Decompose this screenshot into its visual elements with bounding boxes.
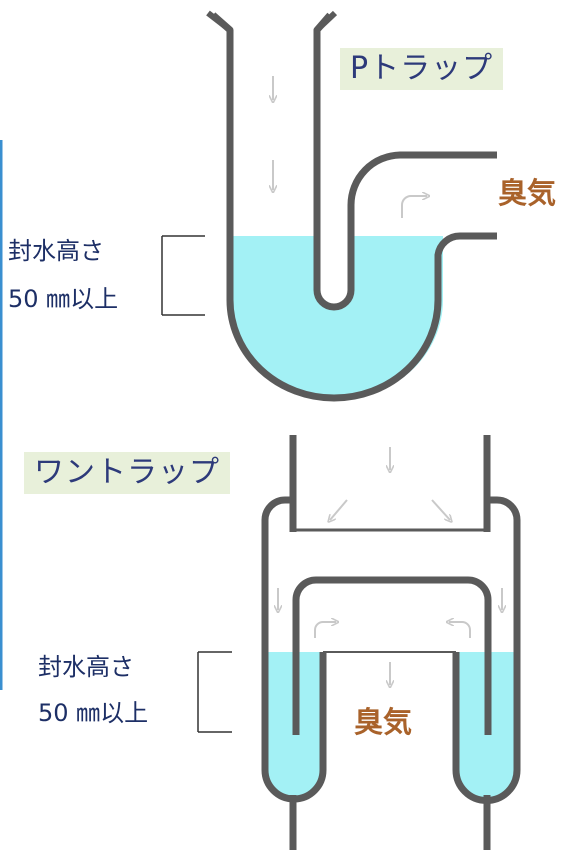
p-trap-odor-label: 臭気 [498, 176, 557, 210]
one-trap-odor-label: 臭気 [354, 705, 413, 739]
p-trap-diagram [161, 10, 497, 402]
p-trap-water [230, 236, 443, 400]
p-trap-funnel-left [206, 10, 232, 33]
one-trap-seal-bracket [197, 651, 232, 733]
p-trap-odor-arrow [401, 196, 427, 218]
one-trap-odor-arrow-right [449, 622, 471, 638]
p-trap-seal-bracket [161, 235, 205, 316]
one-trap-bell-cap [292, 576, 492, 735]
one-trap-diagram [197, 435, 521, 850]
one-trap-flow-arrow-diag-right [431, 499, 450, 520]
p-trap-outer-wall [210, 12, 497, 402]
one-trap-title: ワントラップ [24, 452, 230, 494]
one-trap-flow-arrow-diag-left [330, 499, 348, 520]
p-trap-inner-wall [313, 12, 497, 311]
p-trap-seal-label-line2: 50 ㎜以上 [8, 285, 119, 313]
one-trap-seal-label-line2: 50 ㎜以上 [38, 699, 149, 727]
p-trap-title: Pトラップ [340, 48, 504, 90]
one-trap-left-body [261, 496, 327, 803]
one-trap-odor-arrow-left [314, 622, 336, 638]
p-trap-seal-label-line1: 封水高さ [8, 237, 104, 265]
one-trap-right-body [452, 496, 521, 804]
p-trap-inner-core [317, 236, 351, 307]
one-trap-seal-label-line1: 封水高さ [38, 653, 134, 681]
p-trap-funnel-right [314, 10, 338, 33]
